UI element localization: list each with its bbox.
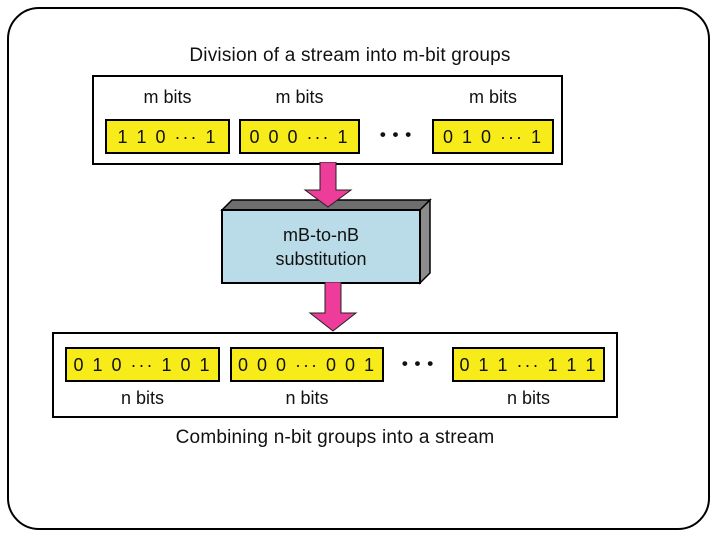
bit-group-cell: 0 1 0 ··· 1 <box>432 119 554 154</box>
box-front-face <box>221 209 421 284</box>
slide-border-frame <box>7 7 710 530</box>
m-bit-groups-box: m bits m bits m bits 1 1 0 ··· 1 0 0 0 ·… <box>92 75 563 165</box>
m-bits-label: m bits <box>143 87 192 107</box>
down-arrow-top <box>303 162 353 208</box>
substitution-label-line1: mB-to-nB <box>282 224 360 245</box>
bit-group-cell: 1 1 0 ··· 1 <box>105 119 230 154</box>
down-arrow-bottom <box>308 282 358 332</box>
down-arrow-shape <box>303 162 353 208</box>
bit-group-cell: 0 0 0 ··· 1 <box>239 119 360 154</box>
diagram-top-caption: Division of a stream into m-bit groups <box>189 45 511 66</box>
bit-group-cell: 0 0 0 ··· 0 0 1 <box>230 347 384 382</box>
m-bits-label: m bits <box>275 87 324 107</box>
m-bits-label: m bits <box>468 87 517 107</box>
substitution-box-label: mB-to-nB substitution <box>222 210 420 283</box>
substitution-box-3d <box>220 198 432 285</box>
bit-group-cell: 0 1 0 ··· 1 0 1 <box>65 347 220 382</box>
down-arrow-shape <box>308 282 358 332</box>
ellipsis-dots: • • • <box>401 354 435 373</box>
bit-group-cell: 0 1 1 ··· 1 1 1 <box>452 347 605 382</box>
substitution-label-line2: substitution <box>275 248 367 269</box>
n-bits-label: n bits <box>120 388 165 408</box>
n-bit-groups-box: 0 1 0 ··· 1 0 1 0 0 0 ··· 0 0 1 • • • 0 … <box>52 332 618 418</box>
diagram-bottom-caption: Combining n-bit groups into a stream <box>175 427 495 448</box>
n-bits-label: n bits <box>285 388 329 408</box>
n-bits-label: n bits <box>506 388 551 408</box>
box-right-bevel <box>419 198 431 285</box>
ellipsis-dots: • • • <box>379 125 413 144</box>
